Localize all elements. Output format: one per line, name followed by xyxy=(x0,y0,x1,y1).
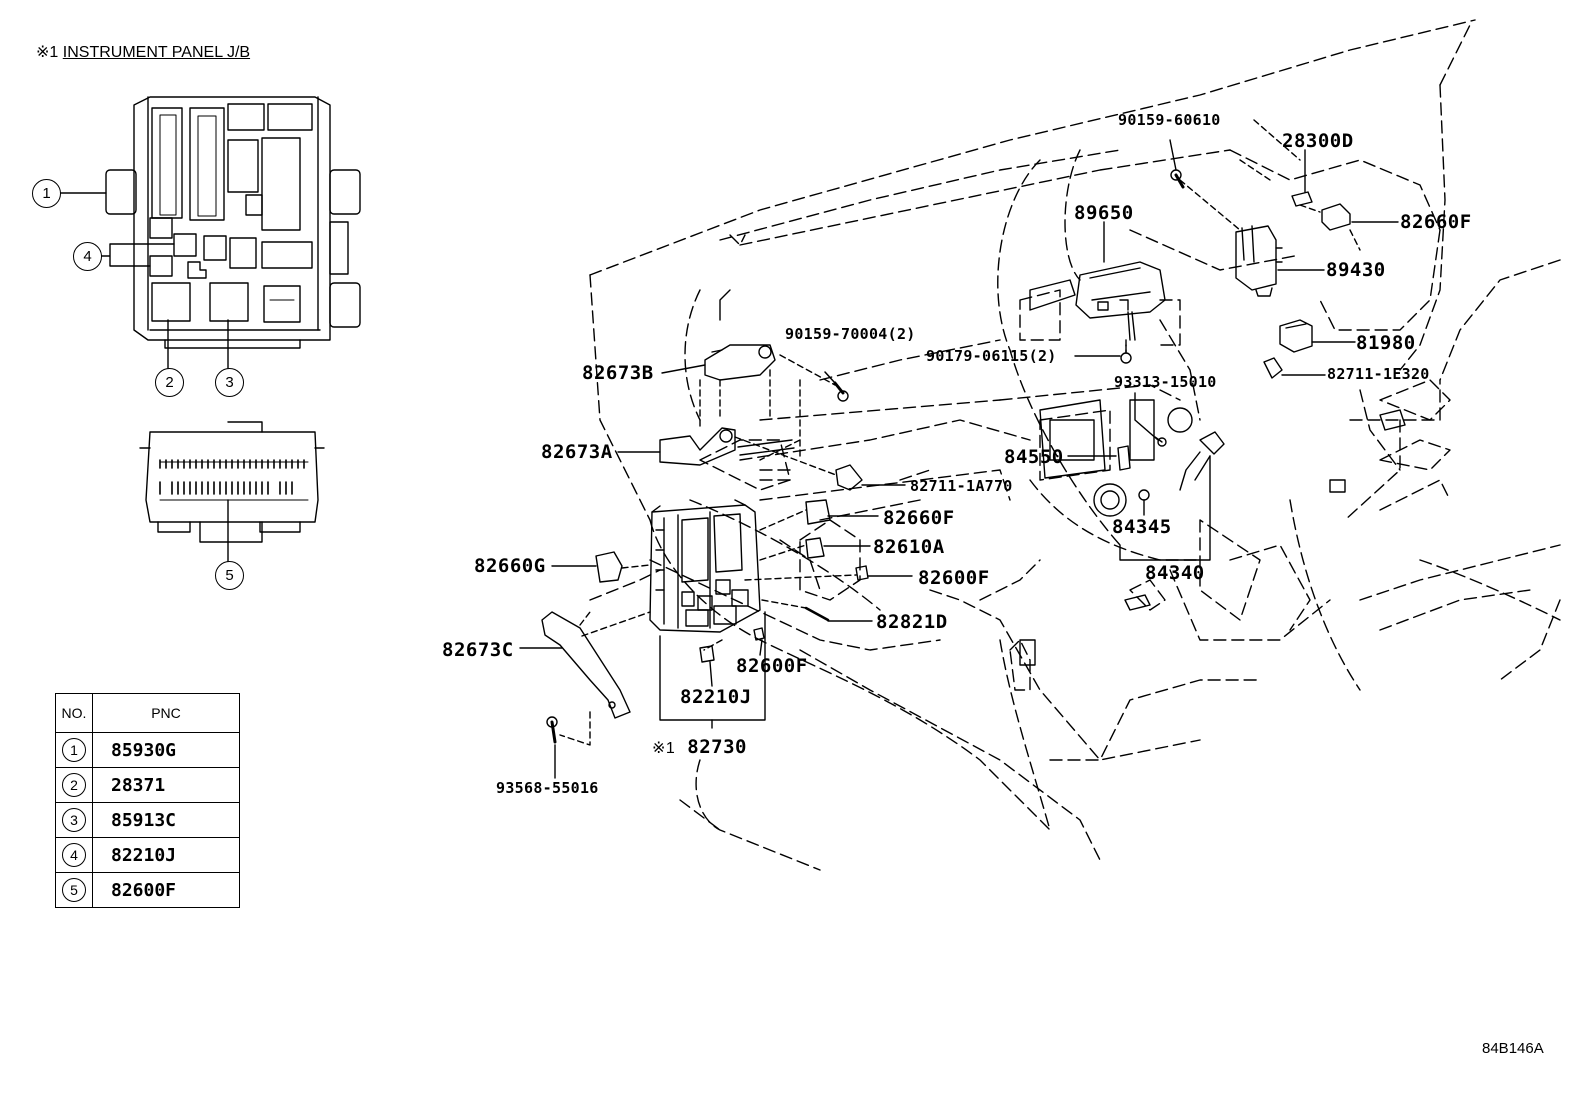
part-label-93313-15010: 93313-15010 xyxy=(1114,373,1217,391)
part-label-90159-70004: 90159-70004(2) xyxy=(785,325,916,343)
junction-block-connector-view xyxy=(139,421,325,563)
part-label-89650: 89650 xyxy=(1074,202,1134,224)
part-label-82673c: 82673C xyxy=(442,639,514,661)
row-pnc: 82210J xyxy=(92,837,240,873)
table-header-row: NO. PNC xyxy=(55,693,240,733)
reference-code: 84B146A xyxy=(1482,1040,1544,1057)
part-label-90179-06115: 90179-06115(2) xyxy=(926,347,1057,365)
header-pnc: PNC xyxy=(92,693,240,733)
table-row: 5 82600F xyxy=(55,872,240,908)
part-label-82600f-low: 82600F xyxy=(736,655,808,677)
part-label-89430: 89430 xyxy=(1326,259,1386,281)
part-label-93568-55016: 93568-55016 xyxy=(496,779,599,797)
part-label-82711-1a770: 82711-1A770 xyxy=(910,477,1013,495)
row-number: 4 xyxy=(62,843,86,867)
jb-callout-1: 1 xyxy=(32,179,61,208)
row-pnc: 85913C xyxy=(92,802,240,838)
part-label-82673a: 82673A xyxy=(541,441,613,463)
row-number: 3 xyxy=(62,808,86,832)
title-text: INSTRUMENT PANEL J/B xyxy=(62,44,251,61)
jb-callout-4: 4 xyxy=(73,242,102,271)
dashboard-outline xyxy=(589,19,1561,871)
leader-lines xyxy=(519,139,1399,779)
jb-callout-2: 2 xyxy=(155,368,184,397)
part-label-82210j: 82210J xyxy=(680,686,752,708)
table-row: 4 82210J xyxy=(55,837,240,873)
dashed-links xyxy=(559,119,1361,746)
row-number: 1 xyxy=(62,738,86,762)
jb-callout-5: 5 xyxy=(215,561,244,590)
table-row: 1 85930G xyxy=(55,732,240,768)
part-label-82660f-mid: 82660F xyxy=(883,507,955,529)
row-pnc: 82600F xyxy=(92,872,240,908)
part-label-81980: 81980 xyxy=(1356,332,1416,354)
part-label-82821d: 82821D xyxy=(876,611,948,633)
row-number: 2 xyxy=(62,773,86,797)
part-label-82610a: 82610A xyxy=(873,536,945,558)
part-label-28300d: 28300D xyxy=(1282,130,1354,152)
title-mark: ※1 xyxy=(36,44,59,61)
part-label-82600f-mid: 82600F xyxy=(918,567,990,589)
row-pnc: 85930G xyxy=(92,732,240,768)
part-82730-number: 82730 xyxy=(687,736,747,758)
junction-block-front-view xyxy=(59,96,361,369)
part-label-82660g: 82660G xyxy=(474,555,546,577)
part-label-84345: 84345 xyxy=(1112,516,1172,538)
row-pnc: 28371 xyxy=(92,767,240,803)
part-82730-mark: ※1 xyxy=(652,740,676,757)
junction-block-assembly xyxy=(649,499,766,729)
dashboard-details xyxy=(719,279,1406,666)
brackets-and-fasteners xyxy=(541,169,1351,744)
part-label-82673b: 82673B xyxy=(582,362,654,384)
jb-callout-3: 3 xyxy=(215,368,244,397)
table-row: 3 85913C xyxy=(55,802,240,838)
header-no: NO. xyxy=(55,693,93,733)
table-row: 2 28371 xyxy=(55,767,240,803)
part-label-82730: ※1 82730 xyxy=(652,737,747,759)
row-number: 5 xyxy=(62,878,86,902)
part-label-84340: 84340 xyxy=(1145,562,1205,584)
pnc-table: NO. PNC 1 85930G 2 28371 3 85913C 4 8221… xyxy=(55,693,240,908)
part-label-82660f-top: 82660F xyxy=(1400,211,1472,233)
part-label-82711-1e320: 82711-1E320 xyxy=(1327,365,1430,383)
diagram-title: ※1 INSTRUMENT PANEL J/B xyxy=(36,42,250,62)
part-label-84550: 84550 xyxy=(1004,446,1064,468)
part-label-90159-60610: 90159-60610 xyxy=(1118,111,1221,129)
